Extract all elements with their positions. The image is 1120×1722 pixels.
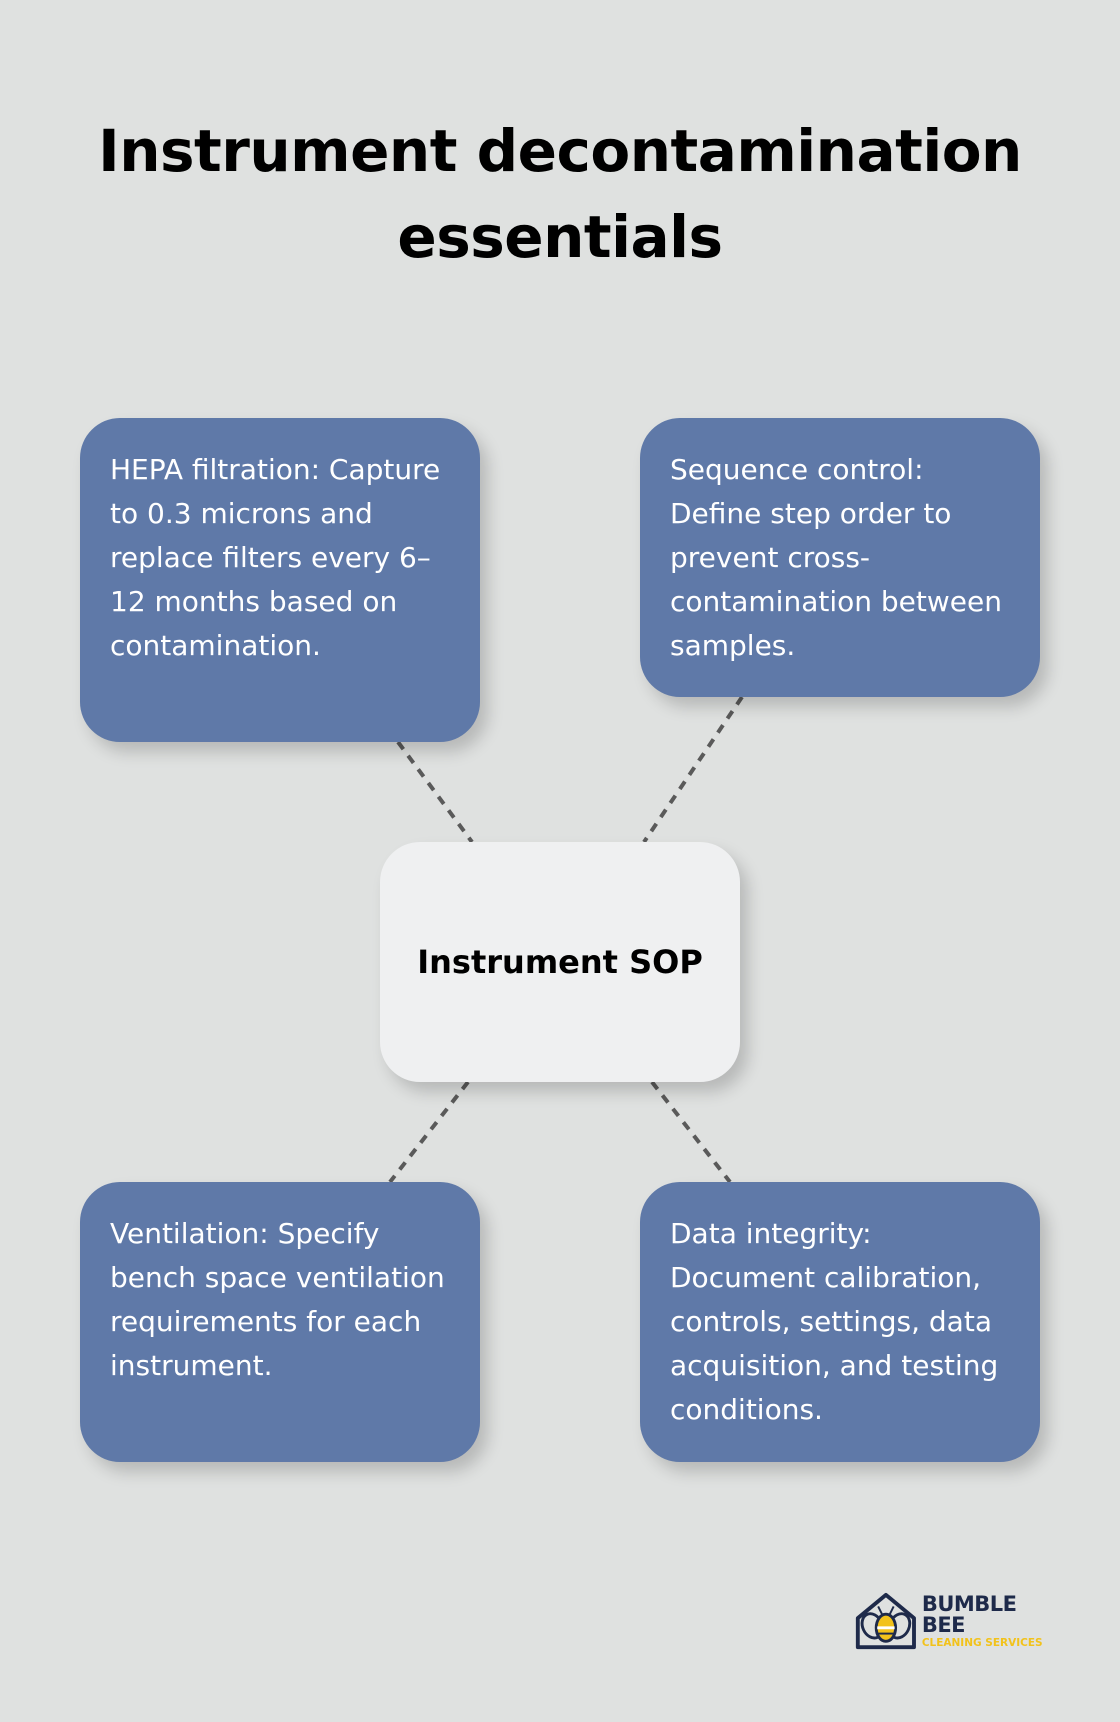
center-node: Instrument SOP	[380, 842, 740, 1082]
node-text: Sequence control: Define step order to p…	[670, 453, 1002, 662]
node-data-integrity: Data integrity: Document calibration, co…	[640, 1182, 1040, 1462]
node-text: Data integrity: Document calibration, co…	[670, 1217, 999, 1426]
node-ventilation: Ventilation: Specify bench space ventila…	[80, 1182, 480, 1462]
node-text: Ventilation: Specify bench space ventila…	[110, 1217, 445, 1382]
connector-top-right	[642, 695, 744, 844]
connector-bottom-left	[388, 1080, 470, 1184]
node-hepa-filtration: HEPA filtration: Capture to 0.3 microns …	[80, 418, 480, 742]
connector-top-left	[396, 740, 474, 844]
page-title: Instrument decontamination essentials	[98, 117, 1022, 271]
node-sequence-control: Sequence control: Define step order to p…	[640, 418, 1040, 697]
connector-bottom-right	[650, 1080, 732, 1184]
center-node-label: Instrument SOP	[417, 943, 703, 981]
bee-house-icon	[855, 1592, 916, 1650]
brand-logo: BUMBLE BEE CLEANING SERVICES	[852, 1588, 1062, 1654]
node-text: HEPA filtration: Capture to 0.3 microns …	[110, 453, 441, 662]
logo-name: BUMBLE BEE	[921, 1591, 1017, 1637]
logo-subtitle: CLEANING SERVICES	[921, 1636, 1043, 1649]
